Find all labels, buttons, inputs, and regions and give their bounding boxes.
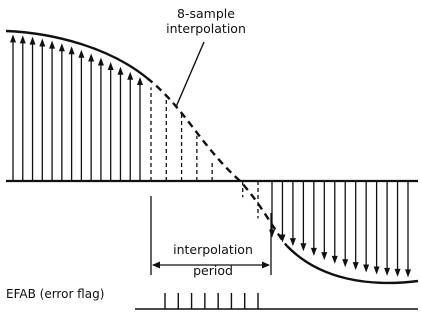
sample-arrow-after-head	[331, 255, 338, 264]
sample-arrow-after-head	[405, 269, 411, 278]
sample-arrow-before-head	[78, 49, 85, 58]
sample-arrow-after-head	[310, 247, 317, 256]
sample-arrow-after-head	[342, 259, 349, 268]
period-label-line1: interpolation	[173, 242, 253, 257]
sample-arrow-before-head	[117, 66, 124, 75]
sample-arrow-before-head	[68, 46, 75, 55]
sample-arrow-before-head	[107, 61, 114, 70]
sample-arrow-before-head	[39, 38, 46, 47]
period-label-line2: period	[193, 263, 233, 278]
period-arrow-right	[262, 261, 270, 269]
sample-arrows	[10, 34, 411, 278]
interpolated-curve	[146, 77, 288, 247]
sample-arrow-after-head	[352, 262, 359, 271]
sample-arrow-after-head	[289, 238, 296, 247]
sample-arrow-after-head	[269, 229, 275, 238]
sample-arrow-after-head	[394, 268, 401, 277]
sample-arrow-before-head	[10, 34, 16, 43]
sample-arrow-after-head	[321, 252, 328, 261]
sample-arrow-before-head	[97, 57, 104, 66]
period-arrow-left	[152, 261, 160, 269]
sample-arrow-before-head	[88, 53, 95, 62]
signal-curve-left	[5, 29, 148, 79]
error-flag-label: EFAB (error flag)	[6, 287, 104, 301]
sample-arrow-before-head	[49, 40, 56, 49]
sample-arrow-before-head	[19, 35, 26, 44]
error-flag-pulses	[164, 293, 259, 309]
sample-arrow-after-head	[384, 267, 391, 276]
sample-arrow-before-head	[137, 77, 143, 86]
callout-label-line1: 8-sample	[177, 6, 235, 21]
sample-arrow-after-head	[373, 266, 380, 275]
sample-arrow-before-head	[29, 36, 36, 45]
sample-arrow-after-head	[300, 243, 307, 252]
sample-arrow-before-head	[58, 43, 65, 52]
sample-arrow-after-head	[363, 264, 370, 273]
signal-curve-right	[286, 245, 419, 285]
callout-pointer	[175, 41, 205, 108]
sample-arrow-before-head	[127, 71, 134, 80]
callout-label-line2: interpolation	[166, 21, 246, 36]
